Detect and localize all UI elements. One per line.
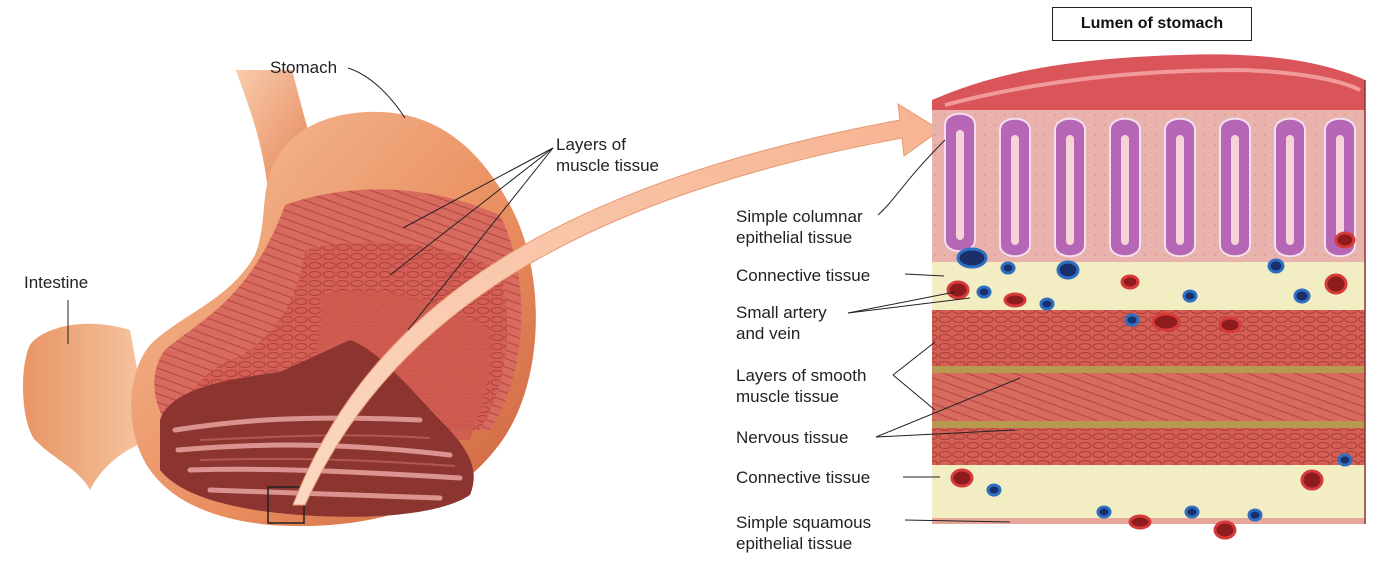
smooth-muscle-3 <box>932 428 1365 468</box>
simple-columnar-label: Simple columnar epithelial tissue <box>736 206 863 248</box>
smooth-muscle-1 <box>932 310 1365 370</box>
intestine-label: Intestine <box>24 272 88 293</box>
muscle-layers-label: Layers of muscle tissue <box>556 134 659 176</box>
intestine-shape <box>23 324 150 490</box>
lumen-label: Lumen of stomach <box>1052 7 1252 41</box>
connective-tissue-top-label: Connective tissue <box>736 265 870 286</box>
nerve-band-1 <box>932 366 1365 373</box>
simple-squamous-label: Simple squamous epithelial tissue <box>736 512 871 554</box>
stomach-label: Stomach <box>270 57 337 78</box>
small-artery-label: Small artery and vein <box>736 302 827 344</box>
nervous-tissue-label: Nervous tissue <box>736 427 848 448</box>
smooth-muscle-2 <box>932 373 1365 425</box>
smooth-muscle-label: Layers of smooth muscle tissue <box>736 365 866 407</box>
connective-tissue-bottom-label: Connective tissue <box>736 467 870 488</box>
nerve-band-2 <box>932 421 1365 428</box>
